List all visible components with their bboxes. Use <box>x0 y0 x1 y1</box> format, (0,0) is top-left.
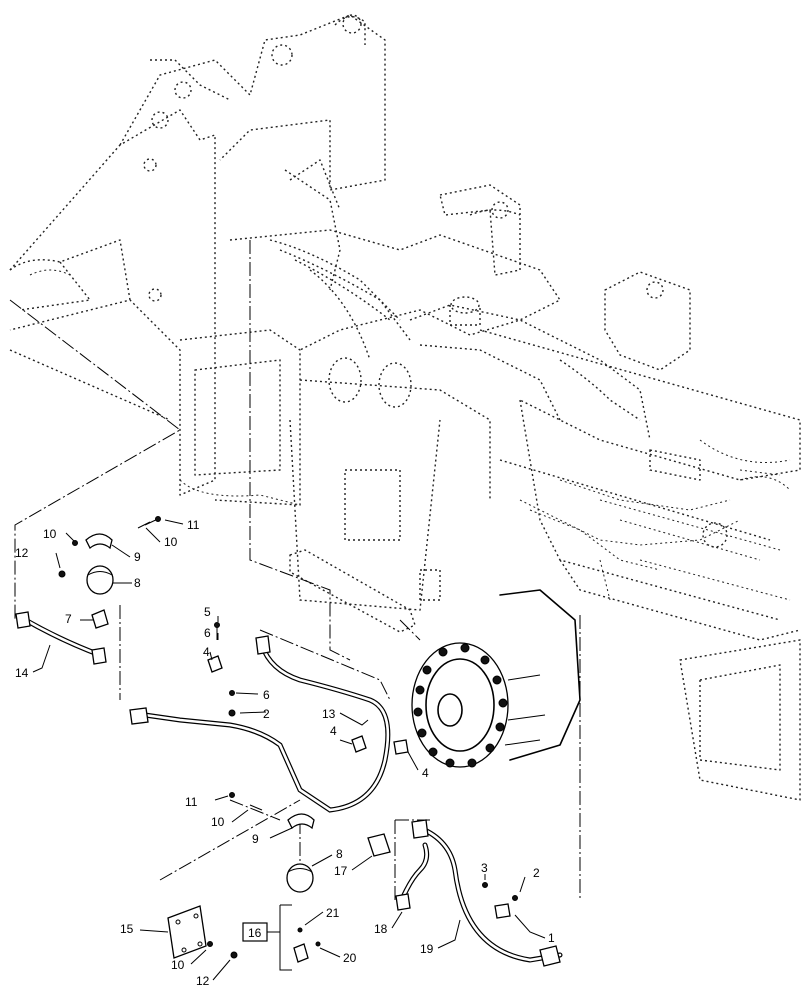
callout-14: 14 <box>15 666 29 680</box>
hydraulic-lines-ghost <box>29 159 791 601</box>
callout-1: 1 <box>548 931 555 945</box>
callout-3: 3 <box>481 861 488 875</box>
callout-21: 21 <box>326 906 340 920</box>
callout-9: 9 <box>134 550 141 564</box>
callout-8: 8 <box>336 847 343 861</box>
callout-4: 4 <box>330 724 337 738</box>
callout-10: 10 <box>43 527 57 541</box>
callout-12: 12 <box>15 546 29 560</box>
callout-numbers: 1 2 2 3 4 4 4 5 6 6 7 8 8 9 9 10 10 10 1… <box>15 518 555 988</box>
hose-13-group <box>129 622 409 813</box>
clamp-bottom <box>287 813 315 830</box>
callout-4: 4 <box>203 645 210 659</box>
upper-accumulator-group <box>15 516 161 665</box>
washer-icon <box>72 540 78 546</box>
accumulator-top <box>86 565 114 595</box>
connector-fitting <box>367 833 391 857</box>
callout-2: 2 <box>263 707 270 721</box>
callout-2: 2 <box>533 866 540 880</box>
callout-10: 10 <box>164 535 178 549</box>
mounting-plate <box>167 905 207 959</box>
callout-10: 10 <box>171 958 185 972</box>
callout-20: 20 <box>343 951 357 965</box>
callout-11: 11 <box>187 518 200 532</box>
callout-11: 11 <box>185 795 198 809</box>
lower-accumulator-group <box>167 792 563 967</box>
callout-8: 8 <box>134 576 141 590</box>
callout-4: 4 <box>422 766 429 780</box>
callout-18: 18 <box>374 922 388 936</box>
callout-12: 12 <box>196 974 210 988</box>
clamp-top <box>85 533 113 550</box>
wheel-hub <box>411 589 581 768</box>
callout-9: 9 <box>252 832 259 846</box>
hub-bolts <box>413 643 508 768</box>
machine-frame-ghost <box>9 14 801 801</box>
callout-13: 13 <box>322 707 336 721</box>
nut-icon <box>58 570 66 578</box>
chain-lines <box>9 240 581 900</box>
tee-fitting <box>91 609 109 629</box>
callout-7: 7 <box>65 612 72 626</box>
callout-16: 16 <box>248 926 262 940</box>
callout-6: 6 <box>263 688 270 702</box>
accumulator-bottom <box>286 863 314 893</box>
callout-10: 10 <box>211 815 225 829</box>
callout-17: 17 <box>334 864 348 878</box>
callout-6: 6 <box>204 626 211 640</box>
leader-lines <box>32 519 546 981</box>
bolt-head-icon <box>155 516 161 522</box>
callout-5: 5 <box>204 605 211 619</box>
callout-15: 15 <box>120 922 134 936</box>
callout-19: 19 <box>420 942 434 956</box>
